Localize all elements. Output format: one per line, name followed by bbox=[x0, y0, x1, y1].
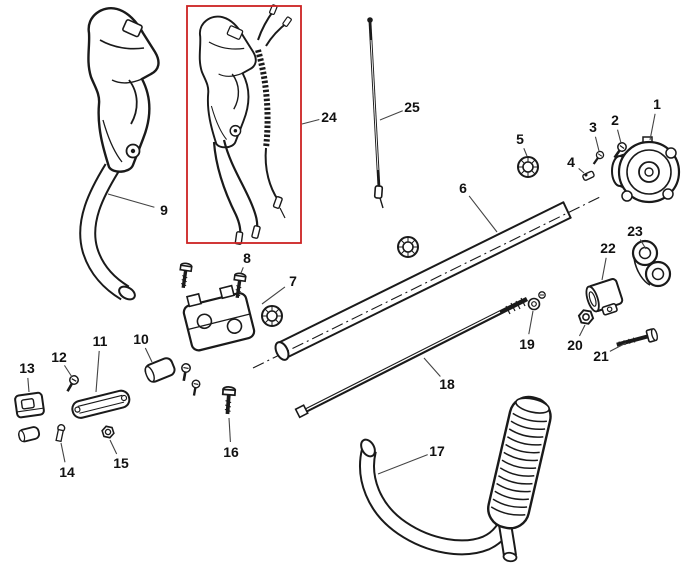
part-11-clamp-half bbox=[71, 389, 131, 419]
callout-leader-2 bbox=[616, 129, 622, 144]
callout-label-22: 22 bbox=[600, 240, 616, 256]
callout-label-11: 11 bbox=[93, 333, 108, 349]
callout-leader-3 bbox=[594, 136, 600, 152]
callout-leader-18 bbox=[423, 357, 441, 377]
callout-leader-19 bbox=[528, 310, 534, 335]
part-23-handle-bracket bbox=[631, 239, 672, 288]
grommet-on-shaft bbox=[397, 236, 419, 258]
callout-leader-11 bbox=[95, 350, 100, 393]
highlight-layer bbox=[186, 5, 302, 244]
part-13-switch bbox=[14, 391, 45, 419]
part-1-clutch-housing bbox=[611, 136, 681, 204]
callout-leader-17 bbox=[377, 454, 428, 475]
callout-label-10: 10 bbox=[133, 331, 149, 347]
callout-label-24: 24 bbox=[321, 109, 337, 125]
callout-leader-14 bbox=[60, 442, 66, 463]
callout-leader-9 bbox=[107, 193, 155, 208]
part-7-clamp-bracket bbox=[182, 284, 256, 352]
part-18-flex-drive-shaft bbox=[294, 296, 529, 419]
callout-label-19: 19 bbox=[519, 336, 535, 352]
part-13-lower-bushing bbox=[18, 426, 41, 443]
callout-leader-12 bbox=[63, 365, 73, 378]
callout-leader-7 bbox=[261, 286, 286, 305]
part-9-throttle-handle-assembly bbox=[79, 6, 160, 301]
callout-leader-21 bbox=[609, 342, 627, 352]
grommet-at-clamp bbox=[261, 305, 283, 327]
part-3-screw bbox=[589, 148, 607, 168]
part-14-pin bbox=[55, 424, 66, 443]
callout-label-7: 7 bbox=[289, 273, 297, 289]
callout-leader-25 bbox=[379, 110, 403, 121]
callout-label-5: 5 bbox=[516, 131, 524, 147]
callout-leader-16 bbox=[228, 417, 231, 443]
part-6-drive-shaft-tube bbox=[252, 195, 603, 369]
callout-label-21: 21 bbox=[593, 348, 609, 364]
part-22-clamp-collar bbox=[585, 278, 624, 316]
callout-leader-15 bbox=[109, 439, 118, 455]
callout-label-12: 12 bbox=[51, 349, 67, 365]
callout-label-8: 8 bbox=[243, 250, 251, 266]
part-15-nut bbox=[100, 424, 116, 440]
callout-label-23: 23 bbox=[627, 223, 643, 239]
callout-label-15: 15 bbox=[113, 455, 129, 471]
callout-label-20: 20 bbox=[567, 337, 583, 353]
callout-leader-10 bbox=[144, 347, 153, 363]
callout-leader-4 bbox=[578, 168, 585, 174]
callout-label-25: 25 bbox=[404, 99, 420, 115]
callout-label-18: 18 bbox=[439, 376, 455, 392]
part-10-bushing bbox=[144, 357, 176, 383]
part-8-bolt bbox=[176, 260, 194, 291]
callout-label-1: 1 bbox=[653, 96, 661, 112]
callout-label-9: 9 bbox=[160, 202, 168, 218]
callout-label-17: 17 bbox=[429, 443, 445, 459]
callout-label-16: 16 bbox=[223, 444, 239, 460]
callout-leader-8 bbox=[240, 267, 244, 274]
callout-label-2: 2 bbox=[611, 112, 619, 128]
callout-leader-6 bbox=[468, 195, 498, 233]
highlight-box-part-24 bbox=[186, 5, 302, 244]
part-17-loop-handle bbox=[359, 395, 552, 563]
part-21-bolt bbox=[616, 328, 658, 347]
clamp-screw bbox=[178, 361, 193, 383]
callout-label-13: 13 bbox=[19, 360, 35, 376]
part-25-throttle-cable bbox=[367, 17, 384, 209]
part-20-nut bbox=[576, 308, 596, 326]
callout-label-14: 14 bbox=[59, 464, 75, 480]
part-5-grommet bbox=[517, 156, 539, 178]
callout-leader-5 bbox=[523, 148, 528, 157]
callout-leader-20 bbox=[578, 324, 586, 337]
callout-label-4: 4 bbox=[567, 154, 575, 170]
part-24-handle-cable-kit bbox=[198, 4, 292, 245]
callout-label-3: 3 bbox=[589, 119, 597, 135]
part-19-washer-screw bbox=[527, 291, 546, 311]
callout-label-6: 6 bbox=[459, 180, 467, 196]
part-16-bolt bbox=[219, 384, 238, 417]
callout-leader-13 bbox=[27, 377, 30, 393]
callout-leader-1 bbox=[649, 113, 656, 141]
callout-leader-23 bbox=[639, 239, 647, 250]
clamp-screw-2 bbox=[189, 378, 202, 398]
callout-leader-22 bbox=[601, 257, 607, 281]
callout-leader-24 bbox=[301, 118, 320, 125]
part-4-clip bbox=[582, 170, 595, 181]
